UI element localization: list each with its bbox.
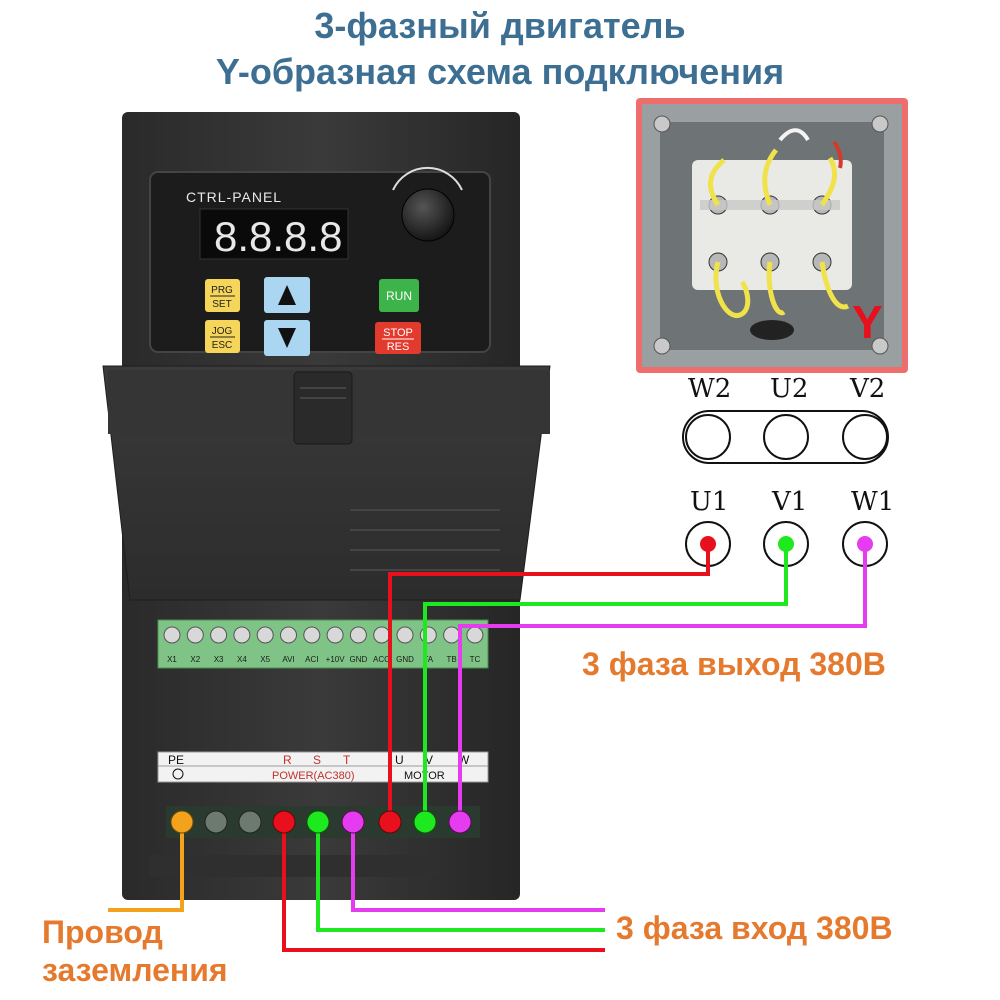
control-terminal-screw: [443, 626, 461, 644]
control-terminal-label: ACO: [373, 655, 390, 664]
speed-knob[interactable]: [401, 188, 455, 242]
control-terminal-screw: [186, 626, 204, 644]
jog-label: JOG: [212, 326, 233, 337]
run-label: RUN: [386, 289, 412, 303]
knob-scale-arc: [392, 167, 463, 191]
control-terminal-label: TB: [446, 655, 456, 664]
control-terminal-label: GND: [396, 655, 414, 664]
wire-t: [351, 822, 605, 912]
output-label: 3 фаза выход 380В: [582, 646, 886, 682]
r-label: R: [283, 753, 292, 767]
wire-u: [388, 548, 710, 820]
label-w2: W2: [688, 374, 732, 404]
title-line-1: 3-фазный двигатель: [314, 5, 686, 46]
esc-label: ESC: [212, 340, 233, 351]
terminal-r: [272, 810, 296, 834]
ground-label-line-2: заземления: [42, 952, 228, 988]
control-terminal-screw: [303, 626, 321, 644]
wire-s: [316, 822, 605, 932]
control-terminal-screw: [256, 626, 274, 644]
s-label: S: [313, 753, 321, 767]
v-label: V: [425, 753, 433, 767]
output-wires: [388, 548, 867, 820]
label-u1: U1: [690, 487, 729, 517]
up-arrow-icon: [278, 285, 296, 305]
down-arrow-icon: [278, 328, 296, 348]
ground-wire: [108, 822, 184, 912]
stop-res-button[interactable]: [375, 322, 421, 354]
control-terminal-label: +10V: [326, 655, 346, 664]
vfd-inverter: CTRL-PANEL 8.8.8.8 PRG SET JOG ESC RUN S…: [102, 112, 551, 900]
terminal-u2: [763, 414, 809, 460]
terminal-w2: [685, 414, 731, 460]
terminal-u1-dot: [700, 536, 716, 552]
motor-terminal-box-photo: Y: [636, 98, 908, 373]
u-label: U: [395, 753, 404, 767]
control-terminal-screw: [326, 626, 344, 644]
terminal-board: [692, 160, 852, 290]
terminal-u: [378, 810, 402, 834]
panel-label: CTRL-PANEL: [186, 189, 282, 205]
control-terminal-label: AVI: [282, 655, 294, 664]
control-terminal-block: [157, 619, 489, 669]
control-terminal-screw: [419, 626, 437, 644]
power-terminal-label-strip: [157, 751, 489, 783]
control-terminal-label: X5: [260, 655, 270, 664]
ground-label-line-1: Провод: [42, 914, 163, 950]
control-terminal-label: X3: [214, 655, 224, 664]
stop-label: STOP: [383, 327, 413, 339]
title-line-2: Y-образная схема подключения: [215, 51, 785, 92]
terminal-v: [413, 810, 437, 834]
terminal-blank-2: [238, 810, 262, 834]
set-label: SET: [212, 299, 231, 310]
control-terminal-label: TC: [470, 655, 481, 664]
power-label: POWER(AC380): [272, 770, 355, 782]
ground-symbol-icon: [172, 768, 184, 780]
wire-w: [458, 548, 867, 820]
pe-label: PE: [168, 753, 184, 767]
wire-v: [423, 548, 788, 820]
input-label: 3 фаза вход 380В: [616, 910, 893, 946]
wire-r: [282, 822, 605, 952]
terminal-w1-dot: [857, 536, 873, 552]
terminal-v2: [842, 414, 888, 460]
control-terminal-screw: [210, 626, 228, 644]
control-terminal-label: X4: [237, 655, 247, 664]
power-terminals: [170, 810, 472, 834]
cover-latch: [293, 371, 353, 445]
terminal-s: [306, 810, 330, 834]
bottom-vents: [150, 855, 440, 877]
control-terminal-screw: [349, 626, 367, 644]
led-display: [199, 208, 349, 260]
run-button[interactable]: [379, 279, 419, 312]
y-mark: Y: [852, 296, 883, 348]
terminal-pe: [170, 810, 194, 834]
label-w1: W1: [851, 487, 895, 517]
prg-label: PRG: [211, 285, 233, 296]
led-display-digits: 8.8.8.8: [214, 213, 342, 260]
control-terminal-screw: [280, 626, 297, 644]
t-label: T: [343, 753, 351, 767]
res-label: RES: [387, 341, 410, 353]
control-terminal-screw: [373, 626, 391, 644]
control-terminal-label: TA: [423, 655, 433, 664]
control-terminal-screw: [163, 626, 181, 644]
control-terminal-screw: [396, 626, 414, 644]
label-v2: V2: [850, 374, 886, 404]
control-terminal-label: ACI: [305, 655, 318, 664]
control-terminal-label: X1: [167, 655, 177, 664]
terminal-w: [448, 810, 472, 834]
control-terminal-label: X2: [190, 655, 200, 664]
label-v1: V1: [772, 487, 808, 517]
control-terminal-screw: [466, 626, 484, 644]
label-u2: U2: [770, 374, 809, 404]
terminal-blank-1: [204, 810, 228, 834]
input-wires: [282, 822, 605, 952]
control-terminal-label: GND: [350, 655, 368, 664]
terminal-t: [341, 810, 365, 834]
terminal-v1-dot: [778, 536, 794, 552]
control-terminal-screw: [233, 626, 251, 644]
